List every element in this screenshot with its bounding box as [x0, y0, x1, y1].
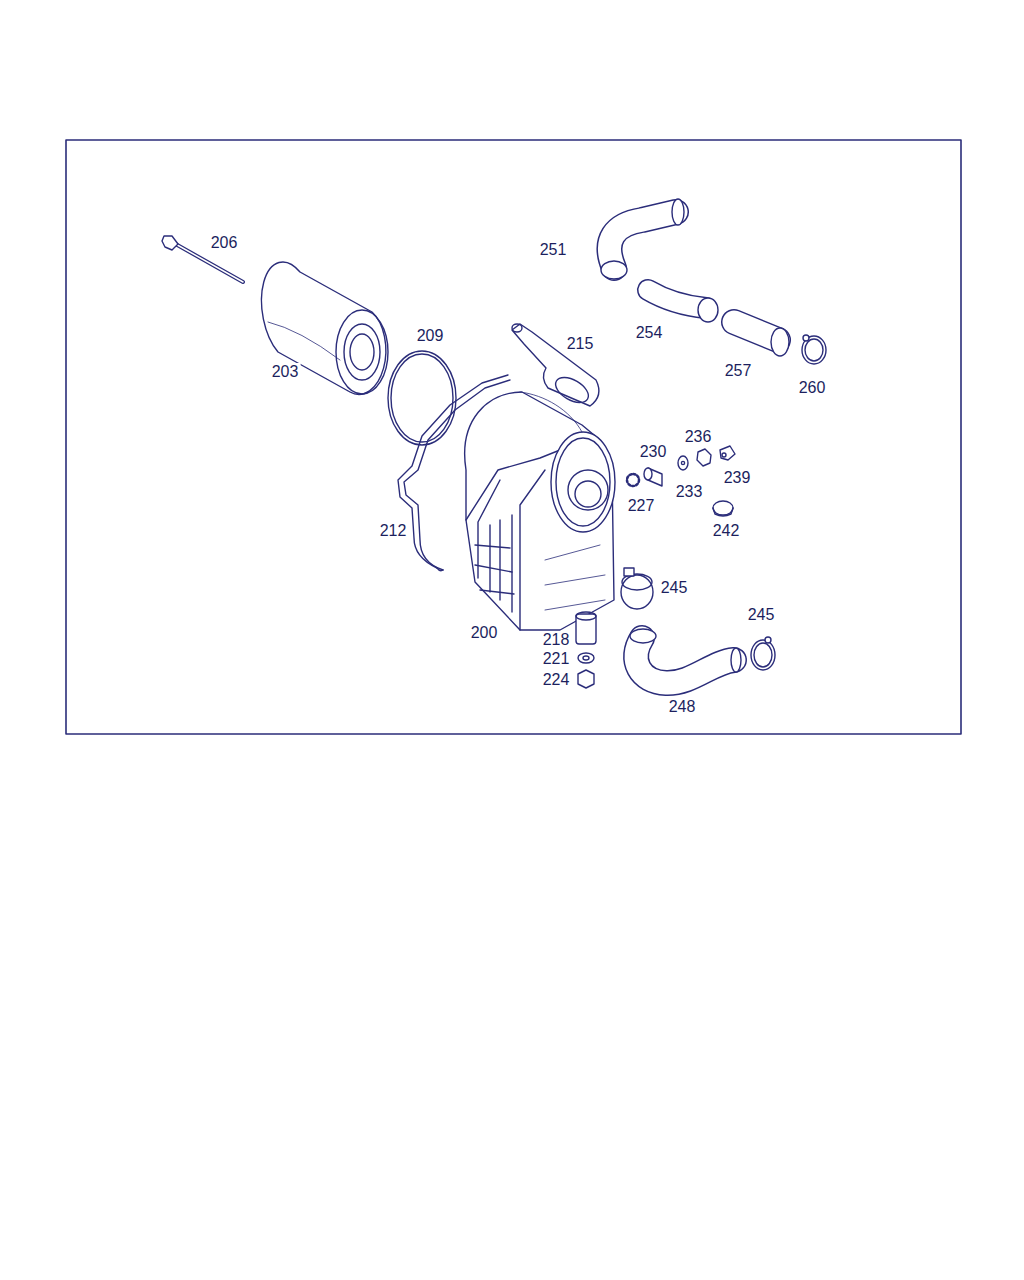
callout-number: 203 [270, 363, 301, 381]
air-filter-housing [465, 392, 615, 630]
hose [601, 199, 684, 279]
callout-number: 209 [415, 327, 446, 345]
hose-clamp [802, 335, 826, 364]
callout-number: 215 [565, 335, 596, 353]
filter-element [261, 262, 388, 394]
callout-number: 221 [541, 650, 572, 668]
callout-number: 233 [674, 483, 705, 501]
callout-number: 218 [541, 631, 572, 649]
hose-clamp [621, 568, 653, 609]
callout-number: 200 [469, 624, 500, 642]
intake-pipe [512, 324, 599, 408]
callout-number: 230 [638, 443, 669, 461]
hose [734, 322, 789, 356]
seal-ring [388, 351, 456, 445]
callout-number: 248 [667, 698, 698, 716]
callout-number: 236 [683, 428, 714, 446]
hose [648, 290, 718, 322]
hose-clamp [751, 637, 775, 670]
callout-number: 254 [634, 324, 665, 342]
hose [630, 629, 741, 683]
frame [66, 140, 961, 734]
callout-number: 257 [723, 362, 754, 380]
callout-number: 206 [209, 234, 240, 252]
callout-number: 242 [711, 522, 742, 540]
callout-number: 245 [746, 606, 777, 624]
callout-number: 224 [541, 671, 572, 689]
callout-number: 251 [538, 241, 569, 259]
callout-number: 239 [722, 469, 753, 487]
fastener [576, 612, 596, 688]
callout-number: 245 [659, 579, 690, 597]
callout-number: 212 [378, 522, 409, 540]
callout-number: 260 [797, 379, 828, 397]
callout-number: 227 [626, 497, 657, 515]
